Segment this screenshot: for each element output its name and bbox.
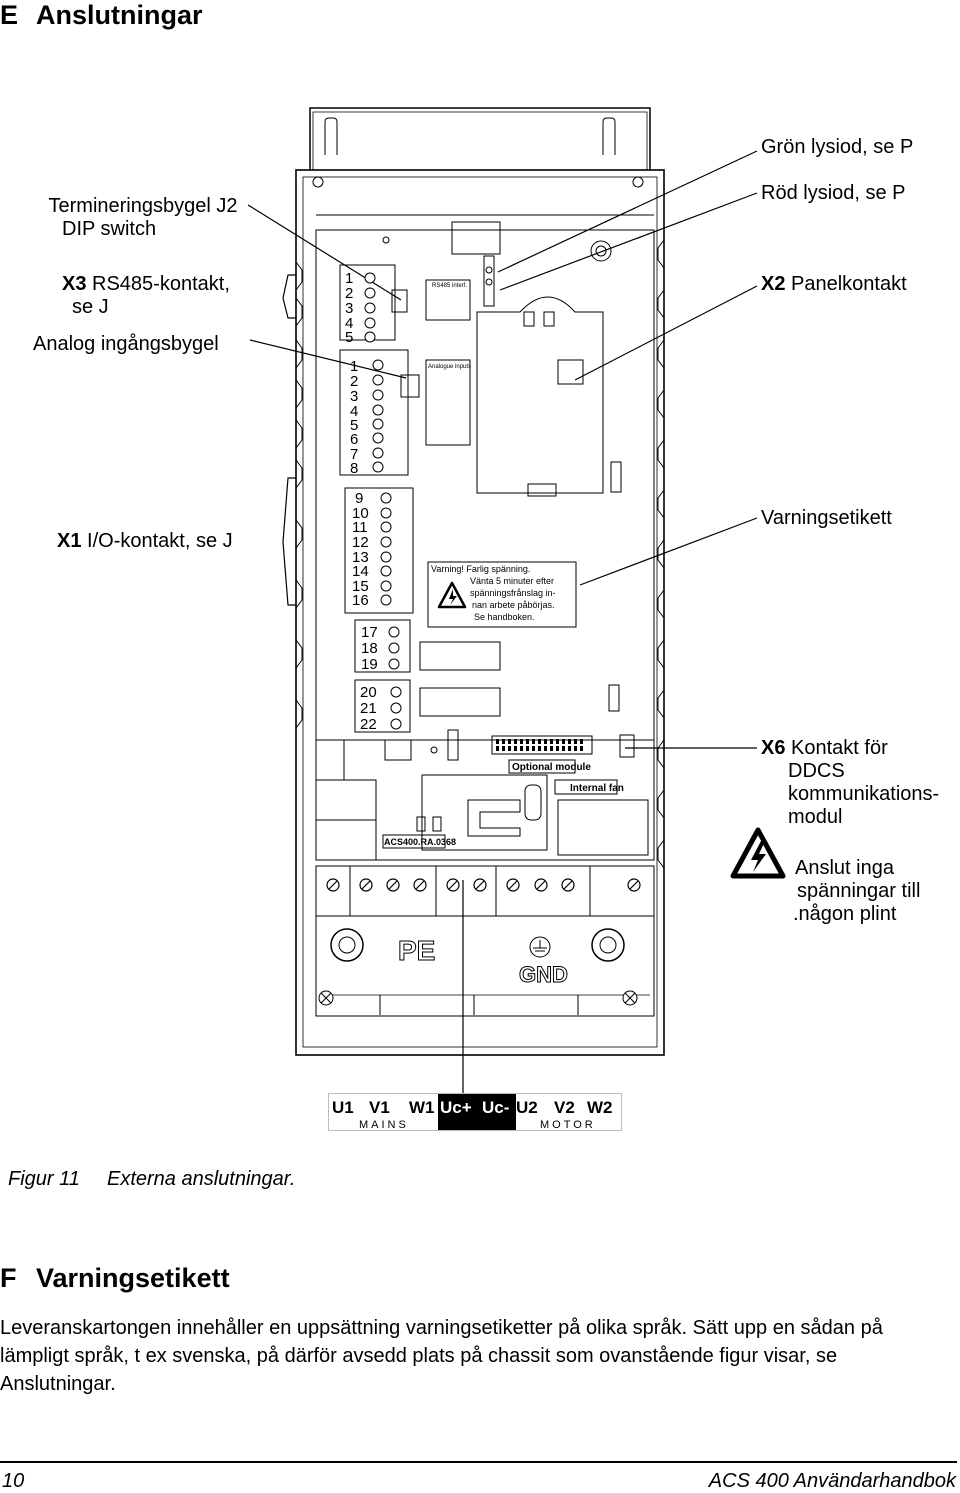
terminal-numbers-x1b: 9 10 11 12 13 14 15 16 — [352, 490, 369, 609]
callout-analog-jumper: Analog ingångsbygel — [33, 333, 219, 355]
terminal-label: W1 — [409, 1098, 435, 1117]
terminal-label: Uc- — [482, 1098, 510, 1117]
callout-no-voltage: Anslut inga spänningar till .någon plint — [793, 857, 921, 925]
svg-text:RS485 interf.: RS485 interf. — [432, 283, 467, 289]
callout-red-led: Röd lysiod, se P — [761, 182, 906, 204]
callout-termination: Termineringsbygel J2 DIP switch — [48, 195, 238, 240]
svg-text:Se handboken.: Se handboken. — [474, 612, 535, 622]
callout-x2: X2 Panelkontakt — [761, 273, 907, 295]
section-letter: F — [0, 1263, 17, 1293]
svg-text:3: 3 — [345, 300, 353, 317]
terminal-label: V2 — [554, 1098, 575, 1117]
section-title: Varningsetikett — [36, 1263, 230, 1293]
svg-text:1: 1 — [345, 270, 353, 287]
terminal-strip: U1 V1 W1 Uc+ Uc- U2 V2 W2 MAINS MOTOR — [328, 1093, 622, 1131]
terminal-label: V1 — [369, 1098, 390, 1117]
svg-text:4: 4 — [350, 403, 358, 420]
figure-caption: Externa anslutningar. — [107, 1168, 296, 1190]
section-title: Anslutningar — [36, 0, 203, 30]
svg-text:10: 10 — [352, 505, 369, 522]
terminal-label: Uc+ — [440, 1098, 472, 1117]
svg-text:spänningsfrånslag in-: spänningsfrånslag in- — [470, 588, 556, 598]
svg-text:21: 21 — [360, 700, 377, 717]
callout-x3: X3 RS485-kontakt, se J — [62, 273, 230, 318]
svg-text:20: 20 — [360, 684, 377, 701]
svg-text:6: 6 — [350, 431, 358, 448]
leader-lines — [247, 150, 758, 1100]
svg-text:3: 3 — [350, 388, 358, 405]
body-paragraph: Leveranskartongen innehåller en uppsättn… — [0, 1317, 883, 1395]
svg-text:PE: PE — [398, 935, 435, 966]
high-voltage-warning-icon — [730, 827, 786, 879]
svg-text:13: 13 — [352, 549, 369, 566]
svg-text:15: 15 — [352, 578, 369, 595]
svg-text:Vänta 5 minuter efter: Vänta 5 minuter efter — [470, 576, 554, 586]
svg-text:17: 17 — [361, 624, 378, 641]
svg-text:9: 9 — [355, 490, 363, 507]
svg-text:Internal fan: Internal fan — [570, 783, 624, 794]
motor-label: MOTOR — [540, 1119, 596, 1131]
device-diagram: 1 2 3 4 5 1 2 3 4 5 6 7 8 9 10 11 12 13 … — [247, 107, 758, 1100]
mains-label: MAINS — [359, 1119, 409, 1131]
callout-x1: X1 I/O-kontakt, se J — [57, 530, 233, 552]
svg-text:nan arbete påbörjas.: nan arbete påbörjas. — [472, 600, 555, 610]
svg-text:2: 2 — [345, 285, 353, 302]
callout-x6: X6 Kontakt för DDCS kommunikations- modu… — [761, 737, 940, 828]
svg-text:12: 12 — [352, 534, 369, 551]
svg-text:7: 7 — [350, 446, 358, 463]
manual-title: ACS 400 Användarhandbok — [708, 1470, 956, 1492]
device-warning-text: Varning! Farlig spänning. Vänta 5 minute… — [431, 564, 556, 622]
svg-text:2: 2 — [350, 373, 358, 390]
terminal-numbers-x1c: 17 18 19 — [361, 624, 378, 673]
svg-text:14: 14 — [352, 563, 369, 580]
dc-terminals-highlight — [438, 1094, 516, 1130]
svg-text:ACS400.RA.0368: ACS400.RA.0368 — [384, 837, 456, 847]
terminal-label: U2 — [516, 1098, 538, 1117]
section-letter: E — [0, 0, 19, 30]
page-number: 10 — [2, 1470, 25, 1492]
svg-text:16: 16 — [352, 592, 369, 609]
svg-text:Optional module: Optional module — [512, 762, 591, 773]
section-heading-e: E Anslutningar — [0, 0, 203, 31]
svg-text:11: 11 — [352, 519, 368, 536]
svg-text:5: 5 — [345, 329, 353, 346]
svg-text:5: 5 — [350, 417, 358, 434]
svg-text:18: 18 — [361, 640, 378, 657]
svg-text:4: 4 — [345, 315, 353, 332]
figure-number: Figur 11 — [8, 1168, 80, 1190]
section-heading-f: F Varningsetikett — [0, 1263, 230, 1294]
footer-rule — [0, 1461, 957, 1463]
svg-text:22: 22 — [360, 716, 377, 733]
terminal-numbers-x3: 1 2 3 4 5 — [345, 270, 353, 346]
svg-text:1: 1 — [350, 358, 358, 375]
svg-text:GND: GND — [519, 962, 568, 987]
svg-text:Varning! Farlig spänning.: Varning! Farlig spänning. — [431, 564, 530, 574]
svg-text:Analogue inputs: Analogue inputs — [428, 364, 471, 370]
svg-text:8: 8 — [350, 460, 358, 477]
terminal-label: W2 — [587, 1098, 613, 1117]
svg-text:19: 19 — [361, 656, 378, 673]
terminal-numbers-x1a: 1 2 3 4 5 6 7 8 — [350, 358, 358, 477]
callout-green-led: Grön lysiod, se P — [761, 136, 914, 158]
callout-warning-label: Varningsetikett — [761, 507, 892, 529]
terminal-numbers-x1d: 20 21 22 — [360, 684, 377, 733]
terminal-label: U1 — [332, 1098, 354, 1117]
